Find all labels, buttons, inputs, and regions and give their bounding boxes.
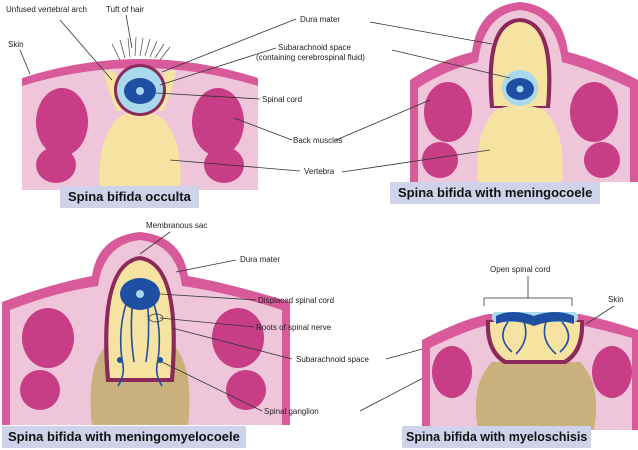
label-ganglion: Spinal ganglion <box>264 407 319 416</box>
panel-meningocoele <box>410 2 638 182</box>
back-muscle-right <box>192 88 244 156</box>
back-muscle-right <box>212 308 264 368</box>
label-unfused-arch: Unfused vertebral arch <box>6 5 87 14</box>
vertebra <box>477 105 562 182</box>
central-canal <box>517 86 524 93</box>
label-subarachnoid-a: Subarachnoid space <box>278 43 351 52</box>
label-dura-c: Dura mater <box>240 255 280 264</box>
spinal-ganglion-left <box>117 357 123 363</box>
label-skin-d: Skin <box>608 295 624 304</box>
label-displaced-cord: Displaced spinal cord <box>258 296 334 305</box>
back-muscle-left-lower <box>36 147 76 183</box>
vertebra <box>476 362 596 430</box>
label-membranous-sac: Membranous sac <box>146 221 207 230</box>
back-muscle-left <box>22 308 74 368</box>
back-muscle-right <box>570 82 618 142</box>
caption-myeloschisis: Spina bifida with myeloschisis <box>402 426 591 448</box>
back-muscle-left-lower <box>422 142 458 178</box>
label-vertebra: Vertebra <box>304 167 335 176</box>
panel-occulta: Unfused vertebral arch Tuft of hair Skin… <box>6 5 365 190</box>
back-muscle-left <box>424 82 472 142</box>
tuft-of-hair <box>112 37 170 60</box>
label-subarachnoid-a2: (containing cerebrospinal fluid) <box>256 53 365 62</box>
label-back-muscles: Back muscles <box>293 136 342 145</box>
panel-meningomyelocoele: Membranous sac Dura mater Displaced spin… <box>2 221 492 425</box>
back-muscle-left-lower <box>20 370 60 410</box>
label-skin-a: Skin <box>8 40 24 49</box>
back-muscle-right-lower <box>204 147 244 183</box>
back-muscle-right <box>592 346 632 398</box>
caption-meningomyelocoele: Spina bifida with meningomyelocoele <box>2 426 246 448</box>
label-roots: Roots of spinal nerve <box>256 323 332 332</box>
label-subarachnoid-c: Subarachnoid space <box>296 355 369 364</box>
caption-meningocoele: Spina bifida with meningocoele <box>390 182 600 204</box>
central-canal <box>136 290 144 298</box>
panel-myeloschisis: Open spinal cord Skin <box>422 265 638 430</box>
back-muscle-left <box>36 88 88 156</box>
caption-occulta: Spina bifida occulta <box>60 186 199 208</box>
back-muscle-right-lower <box>226 370 266 410</box>
open-cord-bracket <box>484 298 572 306</box>
back-muscle-right-lower <box>584 142 620 178</box>
back-muscle-left <box>432 346 472 398</box>
central-canal <box>136 87 144 95</box>
label-spinal-cord-a: Spinal cord <box>262 95 302 104</box>
label-dura-a: Dura mater <box>300 15 340 24</box>
label-tuft: Tuft of hair <box>106 5 144 14</box>
label-open-cord: Open spinal cord <box>490 265 550 274</box>
